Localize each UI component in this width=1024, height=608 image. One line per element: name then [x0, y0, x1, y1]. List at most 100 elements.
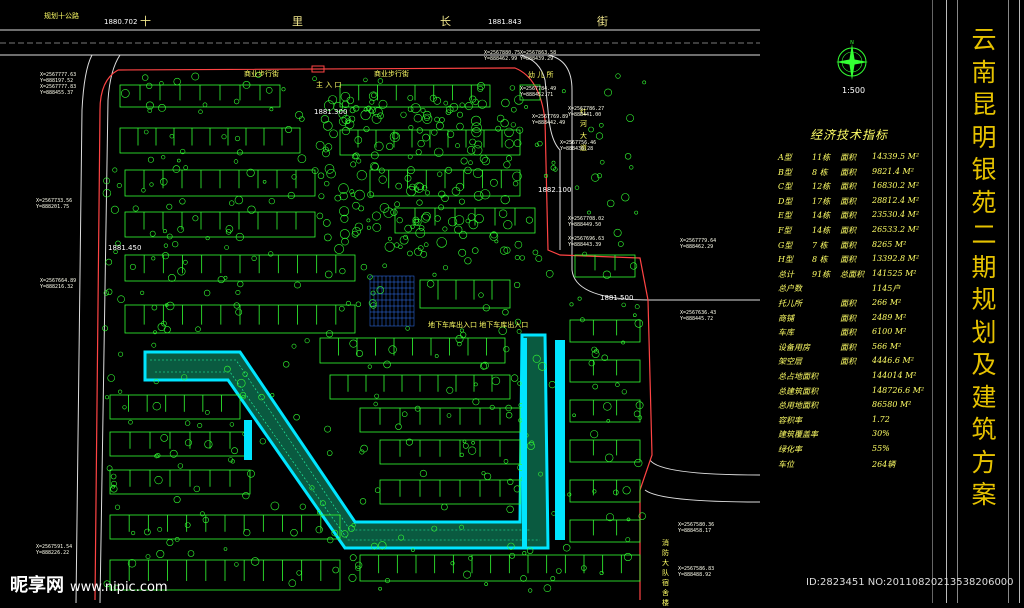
tree: [240, 391, 246, 398]
tree: [160, 178, 168, 186]
building-block: [569, 479, 641, 503]
tree: [127, 559, 137, 568]
tech-index-cell: 建筑覆盖率: [778, 430, 818, 440]
tree: [577, 296, 582, 301]
tree: [270, 501, 280, 511]
tree: [295, 111, 304, 120]
tree: [519, 255, 525, 261]
tree: [341, 126, 351, 136]
tree: [378, 99, 388, 109]
tree: [320, 115, 330, 124]
tech-index-cell: 商铺: [778, 313, 794, 323]
tree: [113, 249, 118, 255]
tree: [332, 566, 340, 574]
tree: [322, 219, 331, 227]
elevation-d: 1881.500: [600, 294, 634, 302]
tree: [195, 326, 201, 333]
tree: [467, 213, 476, 221]
tree: [522, 551, 527, 556]
tech-index-cell: 总建筑面积: [778, 386, 818, 396]
tree: [603, 402, 612, 411]
tree: [331, 529, 339, 537]
tree: [510, 106, 517, 113]
tree: [383, 360, 391, 369]
tree: [469, 138, 476, 146]
tree: [410, 103, 421, 114]
tech-index-cell: 面积: [840, 153, 856, 162]
tree: [172, 241, 179, 248]
tree: [464, 166, 472, 175]
tree: [599, 159, 605, 165]
tree: [338, 109, 347, 119]
watermark-brand: 昵享网: [10, 575, 64, 596]
coord-label: X=2567786.27 Y=888441.00: [568, 106, 605, 118]
coord-label: X=2567664.89 Y=888216.32: [40, 278, 77, 290]
tree: [506, 505, 514, 513]
tree: [422, 211, 431, 221]
tree: [368, 91, 379, 101]
tree: [447, 130, 455, 138]
tree: [459, 452, 465, 458]
tech-index-cell: 1.72: [872, 414, 890, 424]
tree: [173, 77, 181, 86]
tree: [526, 441, 535, 450]
tree: [582, 251, 588, 257]
tech-index-cell: 面积: [840, 313, 856, 323]
tree: [234, 135, 241, 142]
tree: [545, 269, 554, 278]
tree: [505, 404, 512, 412]
building-block: [519, 84, 541, 101]
tech-index-cell: 面积: [840, 182, 856, 192]
tree: [262, 180, 267, 184]
building-block: [359, 554, 641, 582]
tree: [446, 386, 454, 394]
tree: [629, 165, 634, 170]
tree: [348, 573, 357, 582]
tree: [642, 80, 647, 85]
tree: [229, 200, 235, 206]
project-title-char: 案: [971, 480, 997, 509]
tree: [191, 72, 200, 81]
tree: [463, 570, 472, 579]
road-name-char-4: 街: [597, 15, 608, 28]
tree: [537, 362, 547, 371]
tree: [164, 303, 169, 307]
tree: [193, 485, 201, 493]
tree: [386, 142, 394, 150]
tree: [410, 224, 415, 230]
tree: [318, 193, 325, 200]
coord-label: X=2567733.56 Y=888201.75: [36, 198, 73, 210]
tree: [534, 142, 540, 147]
tree: [231, 447, 238, 455]
tree: [339, 206, 350, 217]
tree: [315, 526, 323, 534]
tree: [382, 263, 388, 269]
tree: [460, 331, 467, 339]
tree: [356, 158, 362, 164]
project-title-char: 期: [971, 252, 997, 282]
tree: [181, 374, 188, 381]
tree: [281, 87, 286, 92]
tree: [555, 568, 562, 574]
tree: [304, 338, 310, 344]
tech-index-cell: 12栋: [812, 182, 831, 192]
tree: [378, 541, 387, 550]
tree: [351, 230, 359, 238]
tree: [370, 542, 378, 550]
road-name-char-2: 里: [292, 15, 303, 28]
building-block: [419, 279, 511, 309]
tree: [625, 537, 631, 542]
tree: [551, 511, 556, 516]
tech-index-cell: 86580 M²: [872, 400, 912, 410]
tree: [429, 94, 437, 102]
tree: [325, 330, 334, 338]
tree: [400, 111, 407, 118]
tree: [499, 246, 509, 255]
tree: [378, 175, 387, 184]
tree: [404, 174, 412, 182]
tree: [157, 527, 163, 532]
tech-index-cell: 总用地面积: [778, 401, 818, 411]
tree: [203, 289, 211, 297]
tree: [354, 136, 363, 144]
tech-index-cell: 55%: [872, 444, 890, 453]
